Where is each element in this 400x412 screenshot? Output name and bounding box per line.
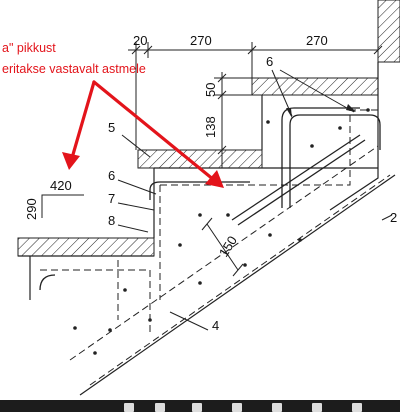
taskbar: [0, 400, 400, 412]
search-icon[interactable]: [155, 403, 165, 412]
step-detail: [41, 194, 84, 218]
window-icon[interactable]: [124, 403, 134, 412]
annotation-line-2: eritakse vastavalt astmele: [2, 62, 146, 76]
bent-bars: [39, 107, 381, 291]
stair-outline: [18, 95, 396, 396]
dim-riser-50: 50: [203, 83, 218, 97]
callout-6-left: 6: [108, 168, 115, 183]
callout-7: 7: [108, 191, 115, 206]
step-finish-slabs: [17, 77, 379, 257]
spacing-dimension-line: [201, 217, 244, 277]
annotation-arrowhead: [62, 152, 80, 170]
wall-right: [377, 0, 400, 150]
leader-arrowhead: [286, 108, 292, 118]
leader-arrowhead: [346, 104, 356, 112]
dim-step-height: 290: [24, 198, 39, 220]
store-icon[interactable]: [312, 403, 322, 412]
explorer-icon[interactable]: [192, 403, 202, 412]
riser-dimension-line: [214, 72, 262, 168]
reinforcement-bars: [40, 109, 391, 386]
callout-5: 5: [108, 120, 115, 135]
app-icon[interactable]: [352, 403, 362, 412]
callout-6-top: 6: [266, 54, 273, 69]
annotation-line-1: a" pikkust: [2, 41, 56, 55]
staircase-reinforcement-drawing: 20 270 270 50 138 420 290 150 5 6 7: [2, 0, 400, 396]
mail-icon[interactable]: [272, 403, 282, 412]
browser-icon[interactable]: [232, 403, 242, 412]
callout-leaders: [117, 69, 393, 331]
annotation-arrowhead: [205, 170, 224, 188]
callout-8: 8: [108, 213, 115, 228]
dim-riser-138: 138: [203, 116, 218, 138]
callout-2: 2: [390, 210, 397, 225]
top-dimension-line: [128, 42, 383, 150]
annotation-arrows: [70, 80, 216, 182]
dim-top-span-1: 270: [190, 33, 212, 48]
bar-dots: [73, 108, 370, 355]
dim-top-span-2: 270: [306, 33, 328, 48]
callout-4: 4: [212, 318, 219, 333]
dim-step-width: 420: [50, 178, 72, 193]
dim-top-gap: 20: [133, 33, 147, 48]
